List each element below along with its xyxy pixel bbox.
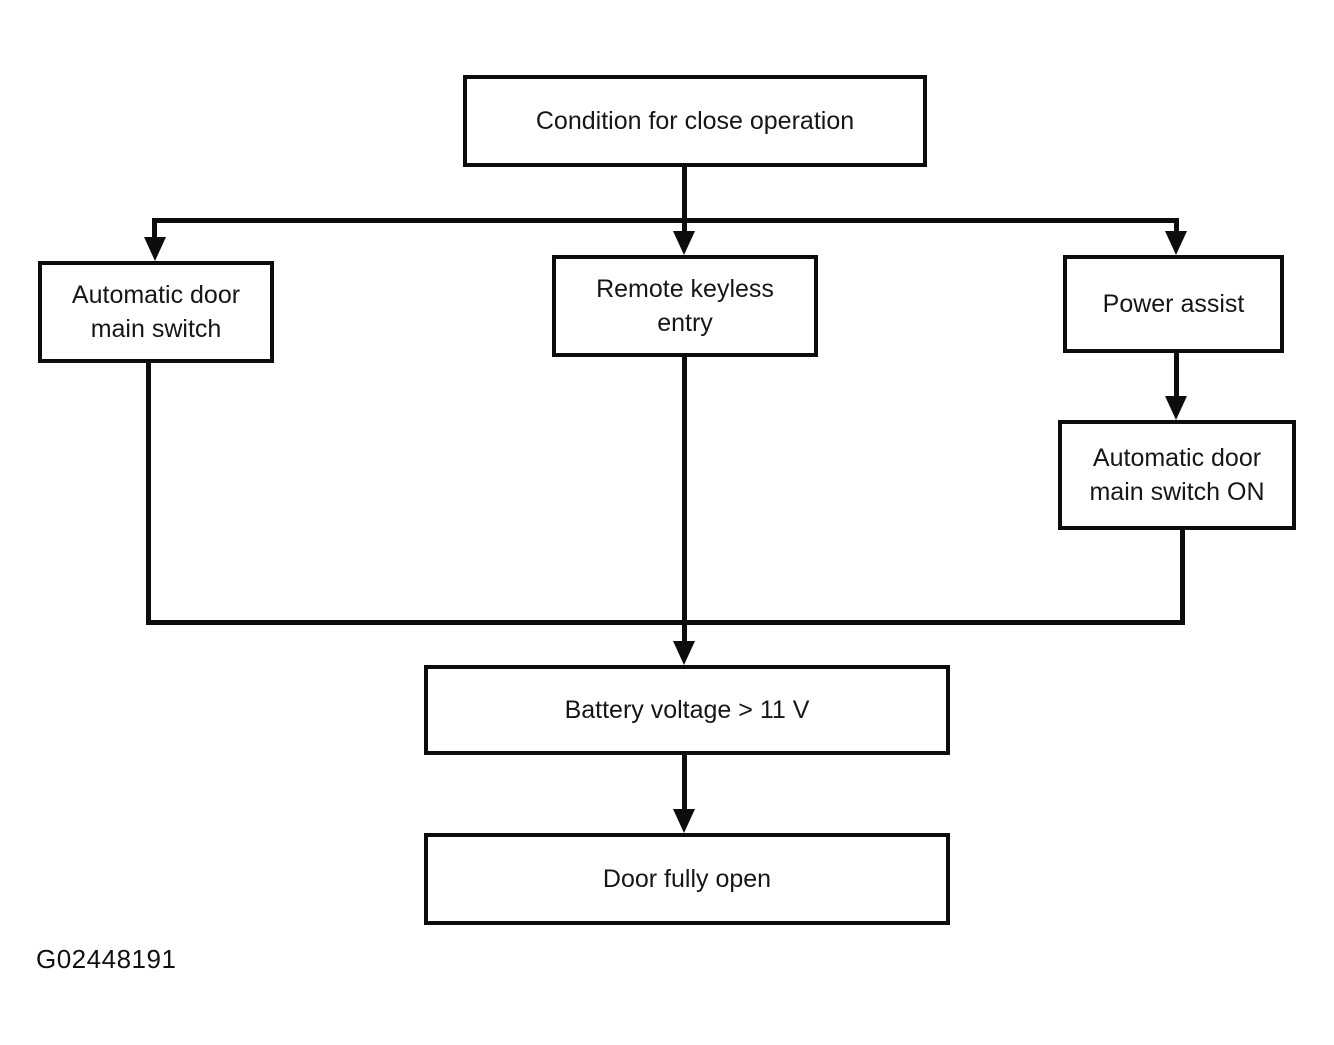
connector-condition-to-split: [682, 165, 687, 222]
arrow-down-icon: [144, 237, 166, 261]
split-line-top: [152, 218, 1179, 223]
node-automatic-door-main-switch: Automatic door main switch: [38, 261, 274, 363]
arrow-down-icon: [1165, 231, 1187, 255]
connector-split-to-auto-main-switch: [152, 218, 157, 241]
figure-id-label: G02448191: [36, 944, 177, 974]
node-automatic-door-main-switch-on: Automatic door main switch ON: [1058, 420, 1296, 530]
node-condition-for-close-operation: Condition for close operation: [463, 75, 927, 167]
arrow-down-icon: [673, 809, 695, 833]
node-power-assist: Power assist: [1063, 255, 1284, 353]
connector-split-to-power-assist: [1174, 218, 1179, 236]
connector-power-assist-to-auto-main-switch-on: [1174, 353, 1179, 399]
arrow-down-icon: [1165, 396, 1187, 420]
merge-line-bottom: [146, 620, 1185, 625]
connector-remote-keyless-to-battery: [682, 357, 687, 645]
node-door-fully-open: Door fully open: [424, 833, 950, 925]
arrow-down-icon: [673, 641, 695, 665]
connector-split-to-remote-keyless: [682, 218, 687, 236]
connector-battery-to-door: [682, 755, 687, 813]
node-battery-voltage: Battery voltage > 11 V: [424, 665, 950, 755]
arrow-down-icon: [673, 231, 695, 255]
connector-auto-main-switch-to-merge: [146, 363, 151, 625]
connector-auto-main-switch-on-to-merge: [1180, 530, 1185, 625]
node-remote-keyless-entry: Remote keyless entry: [552, 255, 818, 357]
